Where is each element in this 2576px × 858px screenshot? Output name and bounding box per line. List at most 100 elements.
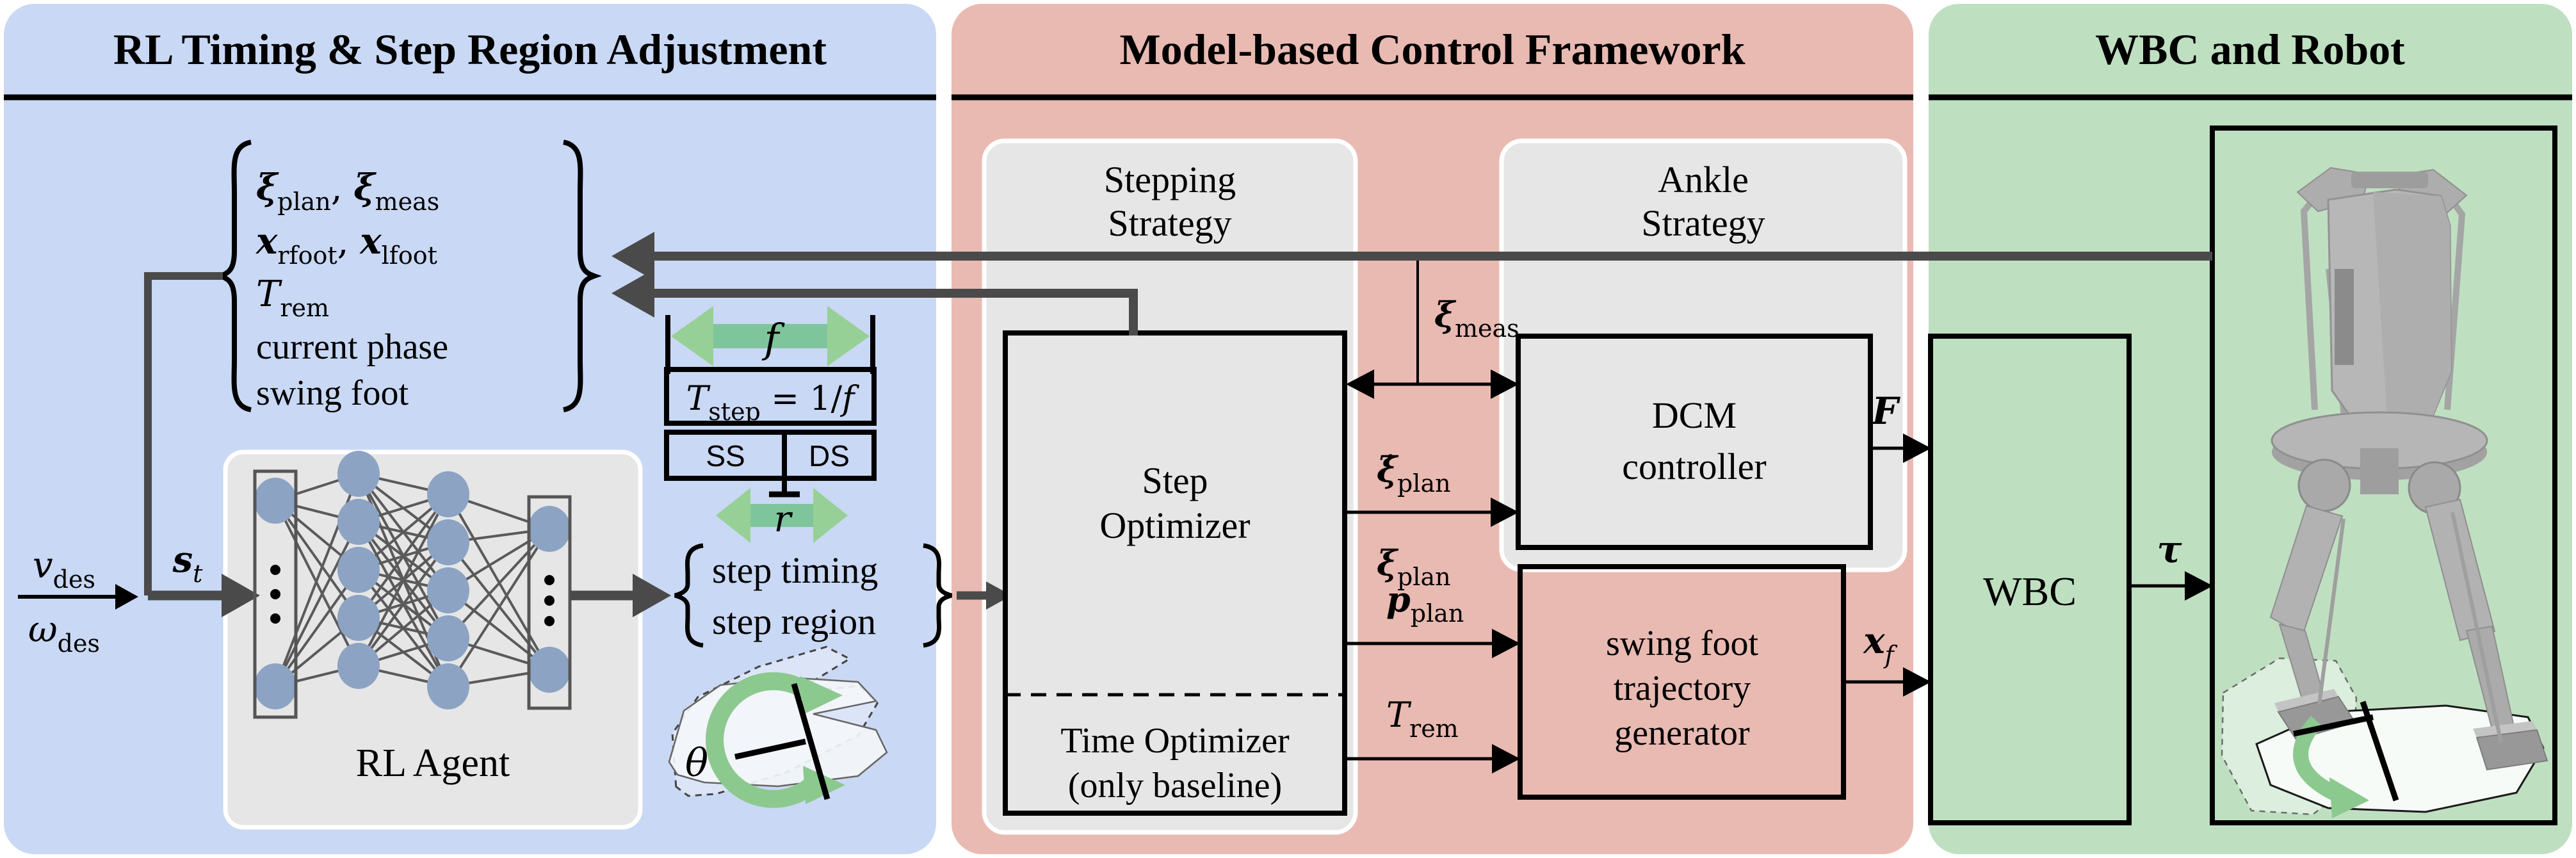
p-plan-label: pplan	[1386, 579, 1464, 627]
ds-label: DS	[809, 439, 850, 473]
rotation-arrow-arc	[706, 672, 821, 808]
state-feedback-elbow	[144, 272, 223, 595]
robot-pushrod-left	[2317, 518, 2345, 705]
panel-rl-title: RL Timing & Step Region Adjustment	[113, 25, 827, 74]
r-arrowhead-left	[716, 488, 750, 543]
optimizer-feedback-line	[654, 289, 1138, 336]
freq-arrowhead-left	[671, 306, 713, 366]
xf-arrowhead	[1903, 667, 1931, 697]
state-line-2: xrfoot, xlfoot	[255, 220, 437, 270]
action-line-2: step region	[712, 601, 876, 642]
xi-meas-label: ξmeas	[1434, 294, 1519, 343]
stepping-strategy-title-1: Stepping	[1104, 159, 1236, 200]
robot-hip-motor-left	[2297, 458, 2351, 512]
time-optimizer-label-1: Time Optimizer	[1060, 721, 1290, 761]
robot-top-bar	[2351, 172, 2428, 188]
robot-box	[2210, 125, 2557, 825]
rl-output-arrowhead	[633, 574, 671, 617]
dcm-box	[1516, 334, 1873, 550]
stepping-strategy-title-2: Strategy	[1108, 202, 1231, 244]
nn-connection	[357, 541, 450, 667]
tau-arrowhead	[2185, 571, 2213, 601]
time-optimizer-label-2: (only baseline)	[1068, 766, 1282, 805]
action-arrowhead	[986, 581, 1012, 610]
nn-node	[427, 567, 469, 613]
nn-connection	[357, 493, 450, 619]
robot-illustration	[2269, 166, 2548, 771]
angle-line-short	[734, 738, 806, 760]
swing-gen-label-3: generator	[1614, 713, 1750, 753]
xi-exchange-arrowhead-right	[1491, 369, 1519, 399]
theta-label: θ	[685, 741, 708, 786]
nn-ellipsis-dot	[544, 616, 555, 626]
nn-ellipsis-dot	[544, 595, 555, 606]
wbc-box	[1928, 334, 2132, 825]
ss-label: SS	[706, 439, 745, 473]
nn-node	[427, 615, 469, 661]
nn-node	[337, 643, 380, 689]
ankle-strategy-title-1: Ankle	[1658, 159, 1749, 200]
nn-node	[254, 663, 296, 709]
robot-pushrod-right	[2450, 512, 2503, 743]
robot-step-rotation-arrowhead	[2329, 777, 2369, 818]
tau-label: τ	[2157, 528, 2182, 571]
state-line-1: ξplan, ξmeas	[256, 166, 439, 216]
optimizer-box	[1003, 330, 1347, 816]
nn-ellipsis-dot	[544, 575, 555, 585]
command-arrowhead	[115, 584, 138, 610]
f-force-label: F	[1870, 389, 1900, 433]
state-line-3: Trem	[256, 273, 329, 322]
dcm-label-2: controller	[1622, 446, 1766, 487]
nn-node	[528, 647, 571, 693]
nn-node	[427, 663, 469, 709]
nn-connection	[447, 528, 551, 688]
swing-gen-label-2: trajectory	[1614, 668, 1751, 708]
step-optimizer-label-1: Step	[1142, 460, 1208, 501]
st-label: st	[172, 538, 204, 588]
robot-foot-left-top	[2274, 689, 2338, 712]
state-line-4: current phase	[256, 327, 448, 367]
p-plan-arrowhead	[1492, 629, 1520, 658]
nn-ellipsis-dot	[270, 613, 280, 624]
nn-node	[427, 471, 469, 517]
nn-connection	[274, 521, 360, 687]
robot-torso-shade	[2373, 192, 2451, 419]
robot-foot-right	[2475, 729, 2548, 771]
nn-node	[427, 519, 469, 565]
wbc-label: WBC	[1983, 569, 2077, 614]
state-brace-right	[562, 140, 602, 412]
vdes-label: vdes	[33, 545, 95, 594]
nn-input-layer	[253, 469, 298, 719]
tstep-box	[664, 367, 877, 426]
nn-node	[254, 478, 296, 524]
nn-node	[337, 499, 380, 545]
state-line-5: swing foot	[256, 373, 409, 413]
nn-connection	[274, 569, 360, 688]
freq-arrowhead-right	[827, 306, 870, 366]
nn-ellipsis-dot	[270, 565, 280, 575]
nn-node	[337, 547, 380, 593]
rotation-arrowhead-top	[800, 676, 843, 715]
robot-vent-panel	[2335, 269, 2354, 365]
rl-agent-label: RL Agent	[356, 741, 510, 785]
omegades-label: ωdes	[28, 609, 100, 658]
r-arrow-band	[741, 504, 822, 527]
panel-model-title: Model-based Control Framework	[1119, 25, 1745, 74]
action-line-1: step timing	[712, 549, 878, 591]
neural-network	[254, 451, 571, 709]
nn-node	[528, 506, 571, 552]
swing-gen-label-1: swing foot	[1606, 624, 1758, 663]
action-brace-right	[923, 543, 952, 648]
nn-ellipsis-dot	[270, 589, 280, 599]
robot-state-feedback-arrowhead	[612, 232, 654, 280]
t-rem-arrowhead	[1492, 744, 1520, 773]
optimizer-feedback-arrowhead	[612, 269, 654, 318]
panel-wbc-title: WBC and Robot	[2095, 25, 2405, 74]
xi-plan-arrowhead	[1491, 498, 1519, 527]
nn-node	[337, 595, 380, 641]
xi-plan-label: ξplan	[1377, 542, 1451, 591]
freq-arrow-band	[698, 324, 843, 348]
xi-dot-plan-label: ξ̇plan	[1377, 449, 1451, 498]
f-force-arrowhead	[1903, 433, 1931, 463]
